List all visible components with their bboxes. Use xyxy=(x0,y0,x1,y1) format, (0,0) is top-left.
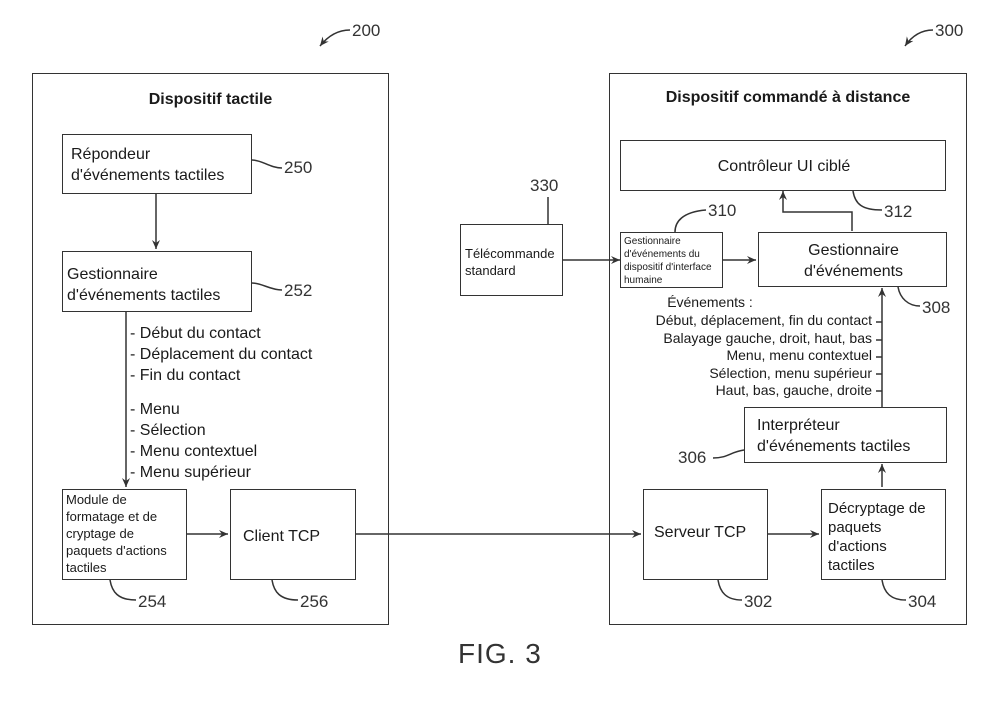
hid-event-handler-block: Gestionnaire d'événements du dispositif … xyxy=(620,232,723,288)
event-item: - Début du contact xyxy=(130,323,312,344)
tcp-client-block: Client TCP xyxy=(230,489,356,580)
event-manager-block: Gestionnaire d'événements xyxy=(758,232,947,287)
block-label: d'événements du xyxy=(624,248,700,261)
event-item: - Menu contextuel xyxy=(130,441,257,462)
block-label: Décryptage de xyxy=(828,499,926,518)
block-label: Client TCP xyxy=(243,526,320,547)
block-label: Gestionnaire xyxy=(759,240,948,261)
block-label: cryptage de xyxy=(66,525,134,542)
ref-300-arrow xyxy=(905,30,933,46)
ref-250: 250 xyxy=(284,158,312,178)
event-item: Menu, menu contextuel xyxy=(656,347,872,365)
packet-decryption-block: Décryptage de paquets d'actions tactiles xyxy=(821,489,946,580)
touch-event-list-basic: - Début du contact - Déplacement du cont… xyxy=(130,323,312,386)
block-label: d'événements tactiles xyxy=(67,285,220,306)
touch-event-list-commands: - Menu - Sélection - Menu contextuel - M… xyxy=(130,399,257,483)
ref-200: 200 xyxy=(352,21,380,41)
event-item: - Fin du contact xyxy=(130,365,312,386)
standard-remote-block: Télécommande standard xyxy=(460,224,563,296)
event-item: - Menu supérieur xyxy=(130,462,257,483)
target-ui-controller-block: Contrôleur UI ciblé xyxy=(620,140,946,191)
ref-304: 304 xyxy=(908,592,936,612)
block-label: formatage et de xyxy=(66,508,157,525)
touch-event-handler-block: Gestionnaire d'événements tactiles xyxy=(62,251,252,312)
event-item: Haut, bas, gauche, droite xyxy=(656,382,872,400)
block-label: Interpréteur xyxy=(757,415,840,436)
remote-device-title: Dispositif commandé à distance xyxy=(609,89,967,107)
ref-252: 252 xyxy=(284,281,312,301)
packet-formatting-encryption-block: Module de formatage et de cryptage de pa… xyxy=(62,489,187,580)
ref-200-arrow xyxy=(320,30,350,46)
block-label: standard xyxy=(465,262,516,279)
touch-event-responder-block: Répondeur d'événements tactiles xyxy=(62,134,252,194)
ref-330: 330 xyxy=(530,176,558,196)
block-label: d'événements xyxy=(759,261,948,282)
block-label: Répondeur xyxy=(71,144,150,165)
block-label: Télécommande xyxy=(465,245,555,262)
ref-310: 310 xyxy=(708,201,736,221)
ref-312: 312 xyxy=(884,202,912,222)
block-label: d'événements tactiles xyxy=(757,436,910,457)
block-label: d'actions xyxy=(828,537,887,556)
event-item: Sélection, menu supérieur xyxy=(656,365,872,383)
figure-label: FIG. 3 xyxy=(458,638,542,670)
event-item: Balayage gauche, droit, haut, bas xyxy=(656,330,872,348)
ref-308: 308 xyxy=(922,298,950,318)
block-label: Gestionnaire xyxy=(67,264,158,285)
block-label: humaine xyxy=(624,274,662,287)
block-label: Gestionnaire xyxy=(624,235,681,248)
ref-306: 306 xyxy=(678,448,706,468)
block-label: d'événements tactiles xyxy=(71,165,224,186)
block-label: tactiles xyxy=(828,556,875,575)
ref-254: 254 xyxy=(138,592,166,612)
ref-302: 302 xyxy=(744,592,772,612)
block-label: Serveur TCP xyxy=(654,522,746,543)
event-item: - Sélection xyxy=(130,420,257,441)
block-label: tactiles xyxy=(66,559,106,576)
block-label: Module de xyxy=(66,491,127,508)
ref-256: 256 xyxy=(300,592,328,612)
event-item: - Menu xyxy=(130,399,257,420)
tcp-server-block: Serveur TCP xyxy=(643,489,768,580)
touch-event-interpreter-block: Interpréteur d'événements tactiles xyxy=(744,407,947,463)
ref-300: 300 xyxy=(935,21,963,41)
block-label: paquets xyxy=(828,518,881,537)
event-item: Début, déplacement, fin du contact xyxy=(656,312,872,330)
block-label: paquets d'actions xyxy=(66,542,167,559)
block-label: Contrôleur UI ciblé xyxy=(621,156,947,177)
remote-event-list: Début, déplacement, fin du contact Balay… xyxy=(656,312,872,400)
block-label: dispositif d'interface xyxy=(624,261,712,274)
event-item: - Déplacement du contact xyxy=(130,344,312,365)
events-heading: Événements : xyxy=(620,294,800,310)
touch-device-title: Dispositif tactile xyxy=(32,91,389,109)
